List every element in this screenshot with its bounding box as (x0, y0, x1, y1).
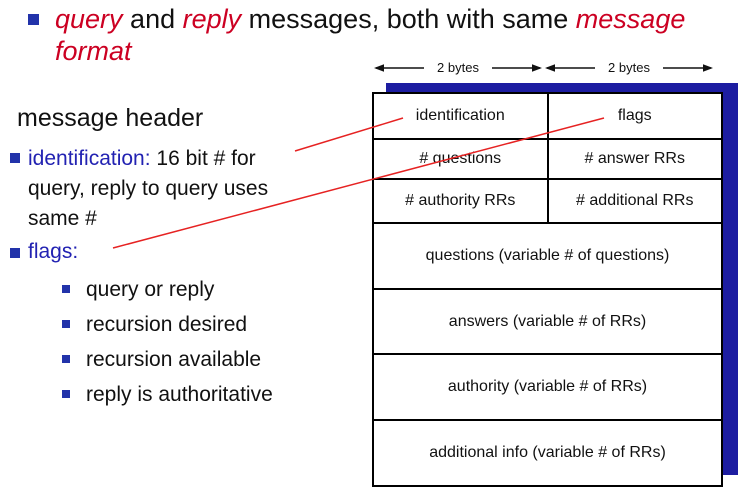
title-middle: messages, both with same (241, 4, 576, 34)
table-row: authority (variable # of RRs) (374, 353, 721, 419)
title-word-and: and (122, 4, 183, 34)
cell-num-answer-rrs: # answer RRs (584, 150, 685, 167)
sub-bullet-icon (62, 355, 70, 363)
sub-bullet-icon (62, 390, 70, 398)
table-row: # authority RRs # additional RRs (374, 178, 721, 222)
byte-label: 2 bytes (608, 61, 650, 75)
table-row: answers (variable # of RRs) (374, 288, 721, 353)
bullet-icon (10, 248, 20, 258)
title-word-format: format (55, 36, 132, 66)
slide-title: query and reply messages, both with same… (55, 3, 753, 67)
cell-authority: authority (variable # of RRs) (447, 378, 648, 395)
bullet-icon (10, 153, 20, 163)
flags-item-label: reply is authoritative (86, 383, 273, 406)
sub-bullet-icon (62, 285, 70, 293)
table-row: identification flags (374, 94, 721, 138)
flags-item: query or reply (62, 278, 214, 302)
flags-item-label: recursion desired (86, 313, 248, 336)
cell-additional-info: additional info (variable # of RRs) (429, 444, 666, 461)
flags-item: reply is authoritative (62, 383, 273, 407)
cell-identification: identification (374, 94, 549, 138)
dns-message-format-table: identification flags # questions # answe… (372, 92, 723, 487)
identification-label: identification: (28, 147, 151, 170)
width-arrow-left: 2 bytes (374, 61, 542, 75)
title-word-query: query (55, 4, 123, 34)
title-word-reply: reply (182, 4, 242, 34)
flags-item: recursion desired (62, 313, 247, 337)
section-heading: message header (17, 104, 204, 132)
cell-num-additional-rrs: # additional RRs (576, 192, 694, 209)
width-arrow-right: 2 bytes (545, 61, 713, 75)
cell-answers: answers (variable # of RRs) (448, 312, 647, 330)
flags-item-label: recursion available (86, 348, 262, 371)
title-word-message: message (575, 4, 686, 34)
cell-num-authority-rrs: # authority RRs (374, 180, 549, 222)
byte-label: 2 bytes (437, 61, 479, 75)
flags-item-label: query or reply (86, 278, 215, 301)
sub-bullet-icon (62, 320, 70, 328)
cell-questions: questions (variable # of questions) (425, 247, 670, 264)
table-row: # questions # answer RRs (374, 138, 721, 178)
identification-note: identification: 16 bit # for query, repl… (28, 144, 304, 234)
table-row: questions (variable # of questions) (374, 222, 721, 288)
title-bullet-icon (28, 14, 39, 25)
cell-num-questions: # questions (374, 140, 549, 178)
table-row: additional info (variable # of RRs) (374, 419, 721, 485)
cell-flags: flags (617, 107, 652, 124)
flags-item: recursion available (62, 348, 261, 372)
flags-label: flags: (28, 240, 79, 263)
